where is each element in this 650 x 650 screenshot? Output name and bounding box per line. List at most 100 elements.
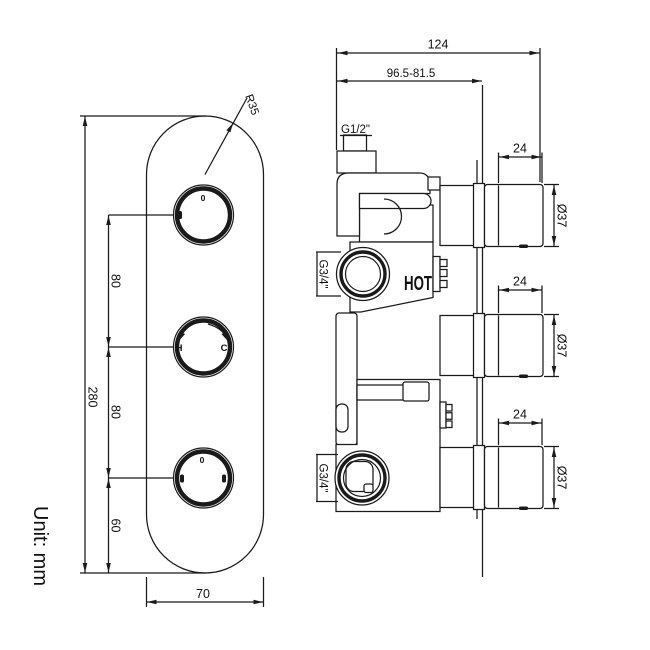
- knob-index-mark: [222, 474, 226, 483]
- dim-label-d37: Ø37: [555, 466, 569, 490]
- knob-index-mark: [178, 211, 182, 219]
- cold-inlet-bore: [342, 458, 382, 498]
- thread-base: [439, 401, 447, 429]
- knob-index-mark: [519, 506, 528, 510]
- dim-arrow: [551, 498, 557, 508]
- knob-index-mark: [519, 374, 528, 378]
- dim-label-d37: Ø37: [555, 334, 569, 358]
- knob-stem: [439, 446, 475, 509]
- dim-arrow: [531, 287, 541, 293]
- dim-arrow: [551, 185, 557, 195]
- hot-label: HOT: [404, 273, 432, 295]
- thread-rib: [439, 268, 448, 278]
- side-knob-bottom: [483, 445, 544, 510]
- knob-body: [483, 183, 544, 248]
- dim-arrow: [529, 50, 539, 56]
- knob-outer-ring: [172, 447, 235, 509]
- knob-stem: [439, 184, 475, 247]
- dim-arrow: [551, 236, 557, 246]
- dim-arrow: [106, 468, 111, 478]
- connector-rod: [427, 176, 441, 191]
- plate-flange: [472, 182, 486, 249]
- knob-zero-label: 0: [201, 193, 206, 203]
- hot-letter: H: [176, 343, 183, 354]
- hot-inlet-port: [335, 246, 391, 302]
- dim-label-24: 24: [513, 408, 527, 422]
- front-dimensions: 280 80 80 60 70 R35: [80, 93, 265, 607]
- thread-rib: [445, 403, 453, 412]
- knob-body: [483, 445, 544, 510]
- dim-arrow: [551, 447, 557, 457]
- knob-index-mark: [180, 474, 184, 483]
- dim-arrow: [551, 366, 557, 376]
- dim-arrow: [499, 420, 509, 426]
- dim-label-60: 60: [109, 519, 123, 533]
- dim-arrow: [499, 154, 509, 160]
- dim-arrow: [82, 116, 88, 126]
- dim-arrow: [106, 215, 111, 225]
- dim-arrow: [106, 337, 111, 347]
- outlet-block: [336, 150, 377, 174]
- inlet-thread-label-bottom: G3/4": [317, 463, 329, 492]
- front-knob-top: 0: [172, 184, 235, 246]
- dim-label-280: 280: [86, 387, 100, 408]
- radius-leader-line: [204, 97, 248, 175]
- port-socket-step: [363, 483, 374, 494]
- side-dimensions: 124 96.5-81.5 G1/2" G3/4" G3/4": [316, 38, 569, 510]
- knob-stem: [439, 314, 475, 377]
- dim-label-80-top: 80: [109, 274, 123, 288]
- thread-rib: [439, 279, 448, 289]
- dim-arrow: [338, 50, 348, 56]
- side-knob-top: [483, 183, 544, 248]
- port-socket: [345, 460, 374, 493]
- dim-label-80-mid: 80: [109, 405, 123, 419]
- front-knob-bottom: 0: [172, 447, 235, 509]
- thread-rib: [445, 412, 453, 420]
- unit-note: Unit: mm: [29, 506, 51, 586]
- knob-grip-ring: [174, 186, 233, 244]
- pipe-end-block: [402, 381, 430, 402]
- cartridge-arc: [383, 198, 403, 235]
- dim-arrow: [253, 599, 263, 605]
- dim-label-depth-range: 96.5-81.5: [387, 68, 436, 80]
- plate-flange: [472, 312, 486, 379]
- dim-label-70: 70: [196, 587, 210, 601]
- knob-outer-ring: [172, 316, 235, 378]
- knob-zero-label: 0: [200, 455, 205, 465]
- plate-flange: [472, 444, 486, 511]
- dim-arrow: [338, 78, 348, 84]
- dim-arrow: [147, 599, 157, 605]
- side-view: HOT: [316, 38, 569, 577]
- dim-arrow: [106, 347, 111, 357]
- knob-index-mark: [519, 244, 528, 248]
- dim-label-d37: Ø37: [555, 204, 569, 228]
- inlet-thread-label-top: G3/4": [317, 259, 329, 288]
- knob-body: [483, 313, 544, 378]
- thread-rib: [439, 258, 448, 268]
- dim-label-24: 24: [513, 142, 527, 156]
- outlet-nipple: [342, 134, 368, 152]
- dim-label-r35: R35: [242, 93, 260, 117]
- cold-letter: C: [221, 343, 228, 354]
- knob-outer-ring: [172, 184, 235, 246]
- thread-rib: [445, 420, 453, 429]
- dim-label-124: 124: [428, 38, 449, 52]
- dim-arrow: [472, 78, 482, 84]
- knob-grip-ring: [174, 449, 233, 507]
- front-view: 0 H C 0 280: [80, 93, 265, 607]
- hot-inlet-bore: [344, 255, 382, 293]
- valve-chamber: [358, 204, 434, 243]
- dim-arrow: [499, 287, 509, 293]
- valve-body: HOT: [334, 134, 475, 513]
- outlet-thread-label: G1/2": [341, 124, 370, 136]
- dim-arrow: [531, 420, 541, 426]
- dim-arrow: [106, 563, 111, 573]
- dim-arrow: [82, 563, 88, 573]
- wall-plate: [472, 117, 486, 577]
- hot-inlet-ring: [339, 250, 387, 298]
- cold-inlet-ring: [337, 453, 387, 503]
- dim-arrow: [551, 315, 557, 325]
- knob-grip-ring: [174, 318, 233, 376]
- elbow-lower-arm: [358, 192, 432, 210]
